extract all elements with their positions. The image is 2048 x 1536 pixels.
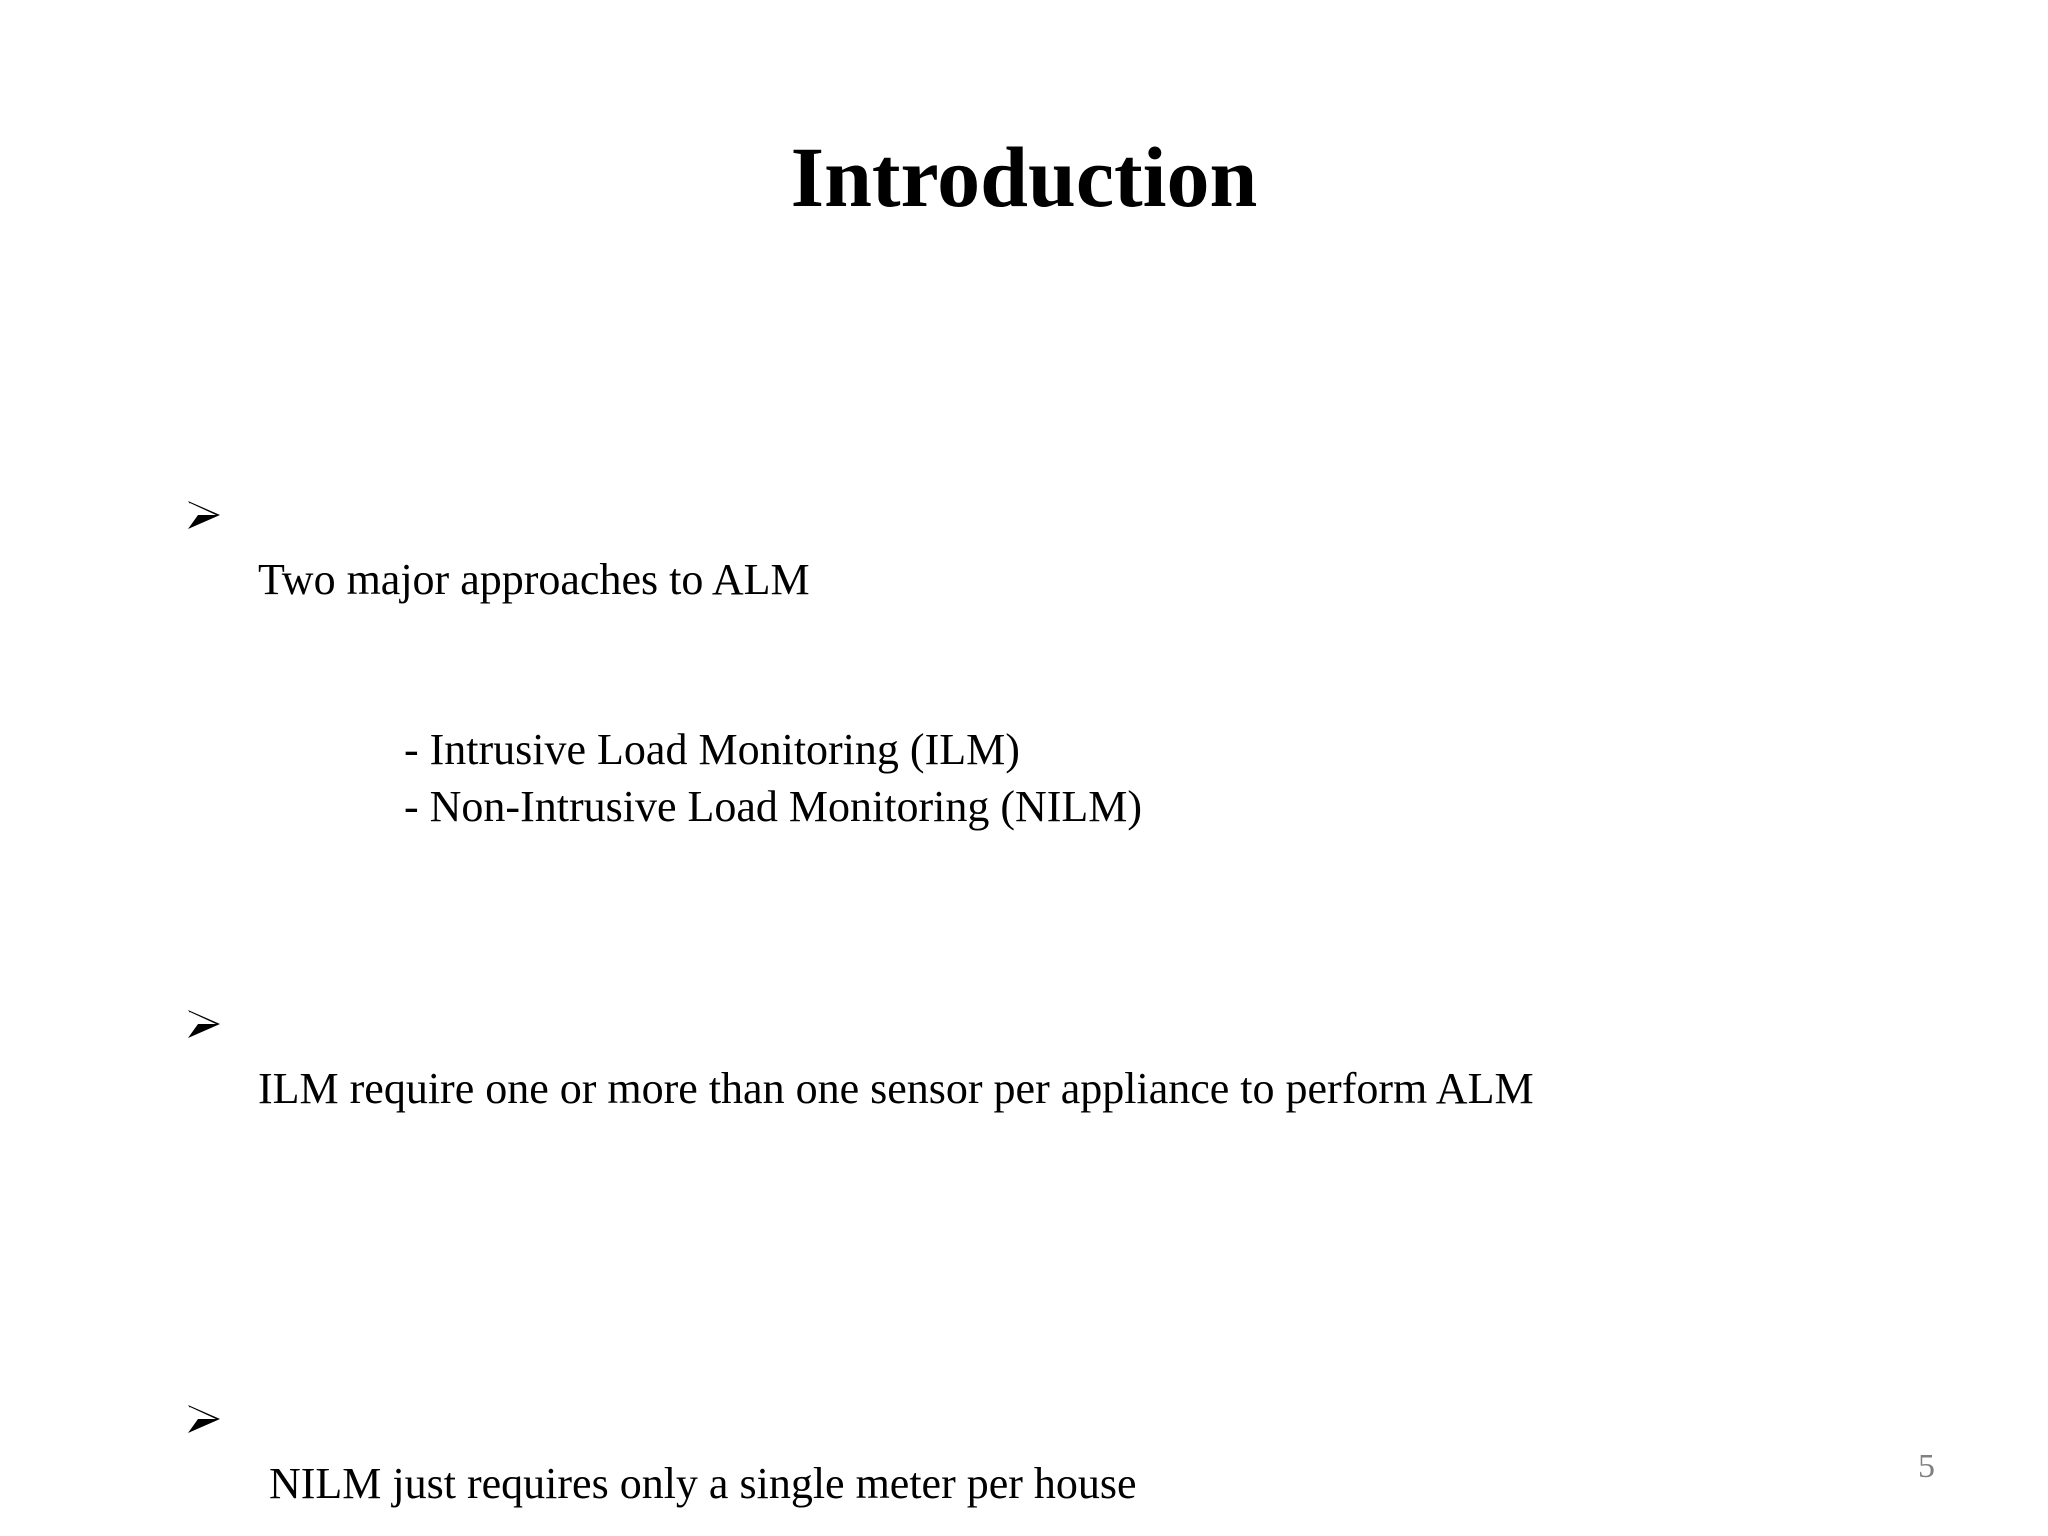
arrowhead-bullet-icon <box>186 380 242 638</box>
page-title: Introduction <box>790 129 1258 225</box>
arrowhead-bullet-icon <box>186 1284 242 1536</box>
bullet-item: ILM require one or more than one sensor … <box>186 891 1946 1230</box>
bullet-text: NILM just requires only a single meter p… <box>258 1458 1137 1508</box>
bullet-row: Two major approaches to ALM <box>186 382 1946 721</box>
sub-bullet-row: - Non-Intrusive Load Monitoring (NILM) <box>404 781 1143 831</box>
bullet-row: ILM require one or more than one sensor … <box>186 891 1946 1230</box>
bullet-item: Two major approaches to ALM - Intrusive … <box>186 382 1946 835</box>
spacer <box>186 1230 1946 1286</box>
arrowhead-bullet-icon <box>186 889 242 1147</box>
bullet-item: NILM just requires only a single meter p… <box>186 1286 1946 1536</box>
sub-bullet-row: - Intrusive Load Monitoring (ILM) <box>404 724 1020 774</box>
bullet-row: NILM just requires only a single meter p… <box>186 1286 1946 1536</box>
bullet-text: ILM require one or more than one sensor … <box>258 1064 1534 1114</box>
bullet-text: Two major approaches to ALM <box>258 554 810 604</box>
spacer <box>186 835 1946 891</box>
slide-body-content: Two major approaches to ALM - Intrusive … <box>186 382 1946 1536</box>
page-number: 5 <box>1918 1448 1935 1485</box>
